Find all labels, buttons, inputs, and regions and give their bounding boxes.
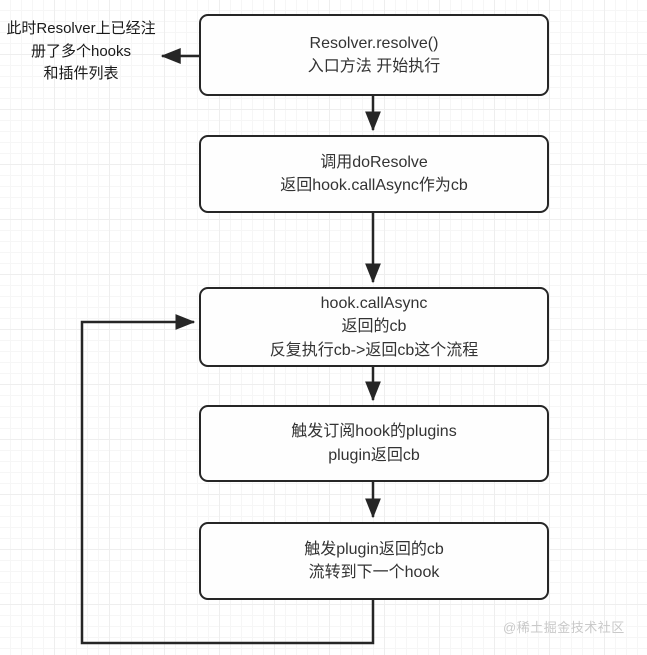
node-hook-call-async-line-3: 反复执行cb->返回cb这个流程 <box>269 341 479 359</box>
node-hook-call-async[interactable]: hook.callAsync 返回的cb 反复执行cb->返回cb这个流程 <box>199 287 549 367</box>
node-trigger-plugins-line-1: 触发订阅hook的plugins <box>291 423 457 441</box>
note-resolver-hooks: 此时Resolver上已经注 册了多个hooks 和插件列表 <box>6 18 156 86</box>
node-trigger-plugins[interactable]: 触发订阅hook的plugins plugin返回cb <box>199 405 549 482</box>
note-line-2: 册了多个hooks <box>30 42 132 60</box>
node-do-resolve[interactable]: 调用doResolve 返回hook.callAsync作为cb <box>199 135 549 213</box>
node-do-resolve-line-1: 调用doResolve <box>320 153 428 171</box>
note-line-1: 此时Resolver上已经注 <box>6 20 156 37</box>
watermark: @稀土掘金技术社区 <box>503 620 625 635</box>
note-line-3: 和插件列表 <box>43 65 119 82</box>
node-trigger-plugins-line-2: plugin返回cb <box>328 446 420 464</box>
node-trigger-plugin-cb-line-1: 触发plugin返回的cb <box>304 540 444 558</box>
node-resolve-entry-line-1: Resolver.resolve() <box>309 34 439 52</box>
node-trigger-plugin-cb[interactable]: 触发plugin返回的cb 流转到下一个hook <box>199 522 549 600</box>
node-hook-call-async-line-1: hook.callAsync <box>320 295 428 313</box>
node-trigger-plugin-cb-line-2: 流转到下一个hook <box>308 564 440 581</box>
node-hook-call-async-line-2: 返回的cb <box>341 318 407 336</box>
node-resolve-entry-line-2: 入口方法 开始执行 <box>307 58 441 75</box>
node-do-resolve-line-2: 返回hook.callAsync作为cb <box>280 177 468 194</box>
node-resolve-entry[interactable]: Resolver.resolve() 入口方法 开始执行 <box>199 14 549 96</box>
